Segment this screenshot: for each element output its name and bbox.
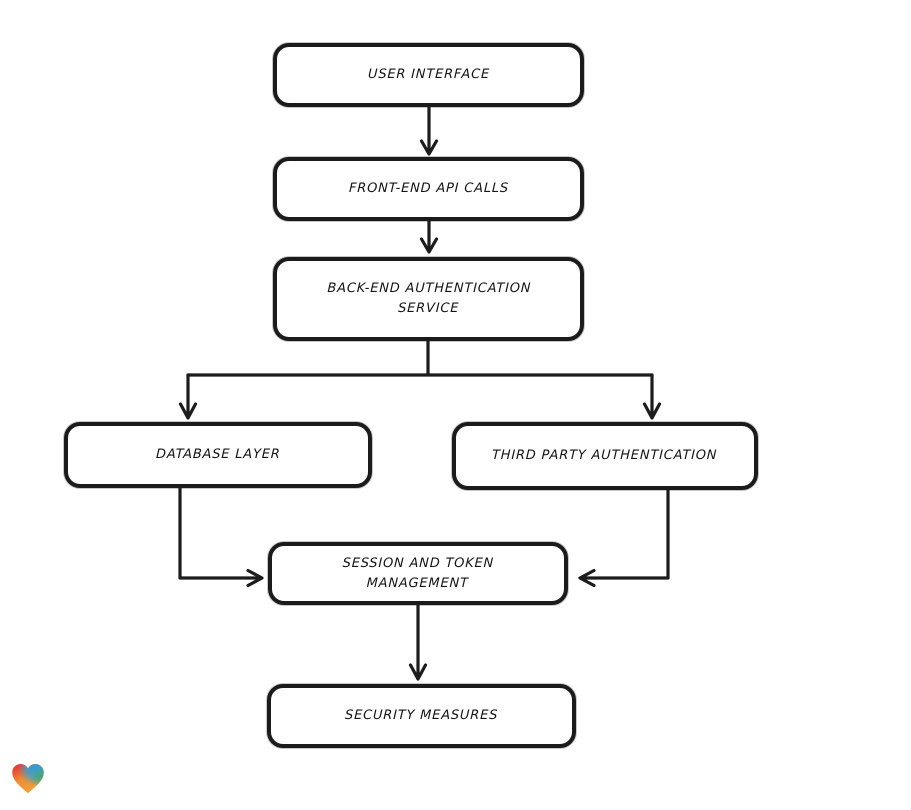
node-label: SESSION AND TOKEN MANAGEMENT [342,555,495,591]
node-session-and-token-management[interactable]: SESSION AND TOKEN MANAGEMENT [268,542,568,605]
node-security-measures[interactable]: SECURITY MEASURES [267,684,576,748]
edge-branch-to-database-layer [178,373,198,420]
edge-branch-to-third-party [642,373,662,420]
node-back-end-authentication-service[interactable]: BACK-END AUTHENTICATION SERVICE [273,257,584,341]
node-user-interface[interactable]: USER INTERFACE [273,43,584,107]
node-label: THIRD PARTY AUTHENTICATION [492,448,718,463]
node-label: USER INTERFACE [367,67,490,82]
edge-user-interface-to-front-end [419,105,439,156]
edge-database-to-session [178,486,264,588]
node-database-layer[interactable]: DATABASE LAYER [64,422,372,488]
node-label: FRONT-END API CALLS [348,181,509,196]
node-label: DATABASE LAYER [155,447,281,462]
heart-icon [12,763,44,794]
edge-third-party-to-session [578,488,670,588]
edge-session-to-security [408,603,428,681]
edge-front-end-to-back-end [419,219,439,254]
node-third-party-authentication[interactable]: THIRD PARTY AUTHENTICATION [452,422,758,490]
node-label: BACK-END AUTHENTICATION SERVICE [326,281,532,316]
heart-gradient-logo[interactable] [10,761,46,795]
node-front-end-api-calls[interactable]: FRONT-END API CALLS [273,157,584,221]
node-label: SECURITY MEASURES [344,708,499,723]
edge-back-end-branch-rail [186,339,654,377]
